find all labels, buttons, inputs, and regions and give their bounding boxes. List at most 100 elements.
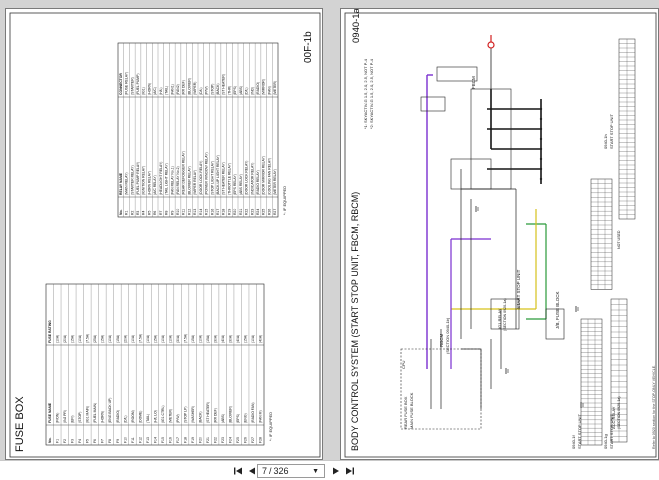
fuse-cell: (BACK) [198,412,202,424]
fuse-cell: (RADIO FAN) [251,402,255,423]
relay-cell: R21 [239,209,243,215]
relay-cell: (TAIL) [165,86,169,95]
relay-cell: (A/C RELAY) [153,175,157,195]
next-page-button[interactable] [329,464,343,478]
relay-cell: (BACK-UP LIGHT RELAY) [216,155,220,195]
relay-cell: (EPS RELAY) [233,174,237,195]
fuse-cell: F21 [206,437,210,443]
pdf-toolbar: 7 / 326 ▼ [0,460,659,480]
fuse-cell: F17 [176,437,180,443]
relay-cell: (STOP) [210,84,214,95]
fuse-cell: (10A) [108,335,112,343]
connector-block [420,96,446,112]
fuse-cell: (ENG BACK UP) [108,398,112,423]
fuse-cell: F6 [93,439,97,443]
connector-pin-grid [618,38,636,220]
relay-cell: (RADIO RELAY) [256,170,260,195]
pin-dot [539,177,543,181]
rbcm-box [400,348,482,430]
fuse-cell: F15 [161,437,165,443]
not-used-label: NOT USED [617,230,621,249]
connector-table-1-label: START STOP UNIT [577,414,582,449]
relay-cell: (WIPER RELAY) [193,170,197,195]
connector-table-1-id: 0940-1f [571,435,576,449]
relay-cell: (WIPER) [193,82,197,95]
relay-cell: R8 [165,211,169,215]
connector-table-3-label: START STOP UNIT [609,114,614,149]
start-stop-unit-label: START STOP UNIT [516,269,521,309]
fuse-cell: (FUEL MAIN) [93,403,97,423]
fuse-cell: F27 [251,437,255,443]
page-body-control-system: BODY CONTROL SYSTEM (START STOP UNIT, FB… [340,8,659,460]
fuse-cell: F20 [198,437,202,443]
fuse-cell: F19 [191,437,195,443]
fuse-cell: (7.5A) [138,334,142,343]
side-caption: Refer to 0920 section for the STOP-ONLY … [652,364,656,449]
relay-cell: (REAR DEFOGGER RELAY) [182,151,186,195]
fuse-cell: (P/W) [176,414,180,423]
relay-cell: R25 [262,209,266,215]
relay-cell: (DOOR MIRROR RELAY) [262,156,266,195]
relay-cell: (COOLING FAN RELAY) [267,158,271,195]
acc-relay-section-label: (SECTION 0920-1a) [617,396,621,429]
fuse-cell: F8 [108,439,112,443]
fuse-cell: F23 [221,437,225,443]
connector-pin-grid [610,298,628,443]
fuse-cell: (10A) [131,335,135,343]
fuse-cell: (IG1 MAIN) [86,406,90,423]
ign-relay-section-label: (SECTION 0920-1a) [503,298,507,331]
fuse-cell: (40A) [236,335,240,343]
relay-cell: R16 [210,209,214,215]
previous-page-button[interactable] [245,464,259,478]
relay-cell: R18 [222,209,226,215]
relay-cell: (RADIO) [256,82,260,95]
fbcm-section-label: (SECTION 0940-1b) [445,317,450,354]
fuse-cell: (7.5A) [183,334,187,343]
first-page-button[interactable] [231,464,245,478]
fuse-cell: FUSE NAME [48,402,52,423]
relay-cell: (DOOR LOCK RELAY) [199,161,203,195]
relay-cell: R3 [136,211,140,215]
last-page-button[interactable] [343,464,357,478]
relay-cell: (ST HEATER) [222,74,226,95]
fuse-cell: F12 [138,437,142,443]
black-wire [461,348,482,409]
fuse-cell: (10A) [251,335,255,343]
pin-dot [539,107,543,111]
page-code: 00F-1b [303,31,314,63]
relay-cell: (RR DEF) [182,80,186,95]
relay-cell: (FAN) [267,86,271,95]
ground-icon [505,368,509,374]
fuse-cell: F24 [229,437,233,443]
relay-cell: R11 [182,209,186,215]
relay-cell: (ST HEATER RELAY) [222,162,226,195]
relay-cell: (P/W) [205,86,209,95]
relay-cell: (THR) [227,86,231,95]
relay-cell: (THROTTLE RELAY) [227,163,231,195]
fuse-cell: (30A) [176,335,180,343]
relay-cell: (FUSE RELAY) [125,72,129,95]
relay-cell: (BLOWER) [187,78,191,95]
fuse-cell: (10A) [168,335,172,343]
diagram-title: BODY CONTROL SYSTEM (START STOP UNIT, FB… [350,191,360,451]
fuse-cell: F18 [183,437,187,443]
fuse-cell: (INJ PR) [63,410,67,423]
fuse-cell: (IG1 CTRL) [161,405,165,423]
fuse-cell: F22 [213,437,217,443]
relay-cell: R9 [170,211,174,215]
total-pages: 326 [273,466,289,476]
fuse-cell: (EPS) [236,414,240,423]
relay-cell: RELAY NAME [119,172,123,195]
fuse-cell: (METER) [168,409,172,423]
fuse-cell: (HORN) [101,411,105,423]
ground-icon [575,306,579,312]
page-selector[interactable]: 7 / 326 ▼ [257,464,325,478]
fuse-cell: F16 [168,437,172,443]
relay-cell: (FUEL PUMP) [136,73,140,95]
pin-dot [539,117,543,121]
relay-cell: (BLOWER RELAY) [187,166,191,195]
relay-cell: (INDICATOR RELAY) [250,163,254,195]
